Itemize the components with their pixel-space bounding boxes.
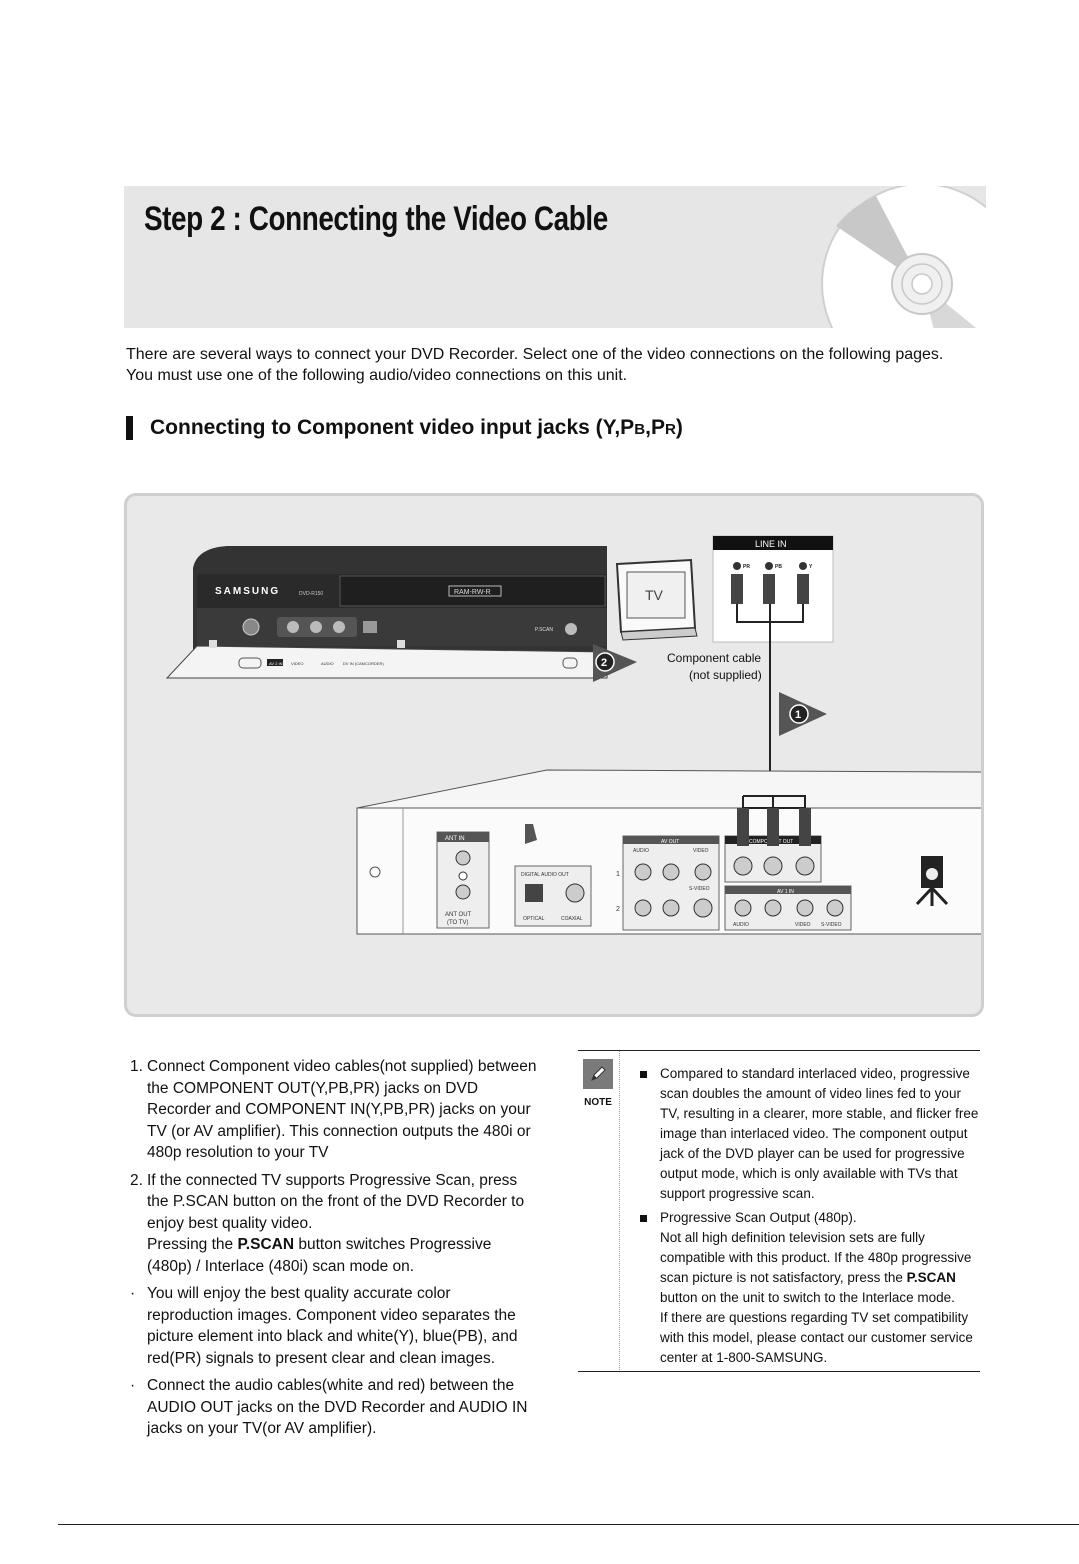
- step-2-text: If the connected TV supports Progressive…: [147, 1171, 525, 1232]
- step-2-extra-bold: P.SCAN: [237, 1236, 295, 1253]
- bullet-1-text: You will enjoy the best quality accurate…: [147, 1285, 518, 1367]
- front-av-label: AV 2 IN: [269, 661, 283, 666]
- bullet-1-marker: ·: [130, 1285, 136, 1302]
- callout-2-number: 2: [601, 657, 607, 669]
- callout-2: 2: [593, 644, 637, 682]
- disc-graphic: [821, 186, 986, 328]
- front-video-label: VIDEO: [291, 661, 303, 666]
- section-title-sub-r: R: [664, 421, 676, 438]
- note-label: NOTE: [584, 1097, 612, 1108]
- bullet-2-text: Connect the audio cables(white and red) …: [147, 1377, 528, 1437]
- page-title: Step 2 : Connecting the Video Cable: [144, 200, 608, 238]
- section-title-mid: ,P: [645, 416, 665, 439]
- av-out-label: AV OUT: [661, 839, 679, 845]
- cable-label-2: (not supplied): [689, 668, 762, 682]
- jack-pr-label: PR: [743, 564, 750, 570]
- front-audio-label: AUDIO: [321, 661, 334, 666]
- bullet-2-marker: ·: [130, 1377, 136, 1394]
- callout-1-number: 1: [795, 709, 801, 721]
- av1-in-label: AV 1 IN: [777, 889, 794, 895]
- av1-in-audio-label: AUDIO: [733, 922, 749, 928]
- intro-line-1: There are several ways to connect your D…: [126, 346, 944, 363]
- dvd-recorder-rear: ANT IN ANT OUT (TO TV) DIGITAL AUDIO OUT…: [356, 769, 981, 935]
- ant-out-label-2: (TO TV): [447, 920, 468, 926]
- jack-y-label: Y: [809, 564, 813, 570]
- step-2: 2. If the connected TV supports Progress…: [130, 1170, 540, 1278]
- row-1-label: 1: [616, 871, 620, 878]
- front-dv-label: DV IN (CAMCORDER): [343, 661, 384, 666]
- note-item-2: Progressive Scan Output (480p). Not all …: [640, 1208, 980, 1368]
- note-item-1: Compared to standard interlaced video, p…: [640, 1064, 980, 1204]
- tv-illustration: TV: [615, 558, 698, 641]
- cable-label-1: Component cable: [667, 651, 761, 665]
- heading-bar: [126, 416, 133, 440]
- digital-audio-out-label: DIGITAL AUDIO OUT: [521, 872, 569, 878]
- section-heading: Connecting to Component video input jack…: [126, 416, 683, 440]
- section-title-sub-b: B: [634, 421, 646, 438]
- av1-in-video-label: VIDEO: [795, 922, 811, 928]
- intro-line-2: You must use one of the following audio/…: [126, 367, 628, 384]
- step-2-extra-pre: Pressing the: [147, 1236, 238, 1253]
- pscan-label: P.SCAN: [535, 627, 553, 633]
- step-2-extra: Pressing the P.SCAN button switches Prog…: [147, 1234, 540, 1277]
- row-2-label: 2: [616, 906, 620, 913]
- pscan-button: [565, 623, 577, 635]
- tv-label: TV: [645, 587, 664, 603]
- line-in-label: LINE IN: [755, 539, 787, 549]
- brand-label: SAMSUNG: [215, 586, 280, 597]
- section-title: Connecting to Component video input jack…: [150, 416, 683, 440]
- coaxial-label: COAXIAL: [561, 916, 583, 922]
- step-2-number: 2.: [130, 1171, 143, 1189]
- footer-rule: [58, 1524, 1079, 1525]
- note-item-2-p2: Not all high definition television sets …: [660, 1228, 980, 1308]
- section-title-part: Connecting to Component video input jack…: [150, 416, 635, 439]
- bullet-2: · Connect the audio cables(white and red…: [130, 1375, 540, 1440]
- instruction-steps: 1. Connect Component video cables(not su…: [130, 1056, 540, 1446]
- jack-pb-label: PB: [775, 564, 782, 570]
- optical-label: OPTICAL: [523, 916, 545, 922]
- model-label: DVD-R150: [299, 591, 323, 597]
- ant-in-label: ANT IN: [445, 836, 465, 842]
- disc-logo: RAM-RW-R: [454, 589, 491, 596]
- bullet-square-icon: [640, 1215, 647, 1222]
- callout-1: 1: [779, 692, 827, 736]
- title-banner: Step 2 : Connecting the Video Cable: [124, 186, 986, 328]
- note-item-2-p2-bold: P.SCAN: [906, 1270, 956, 1285]
- note-item-2-p2-pre: Not all high definition television sets …: [660, 1230, 972, 1285]
- step-1-number: 1.: [130, 1058, 143, 1075]
- note-box: NOTE Compared to standard interlaced vid…: [578, 1050, 980, 1372]
- av-out-svideo-label: S-VIDEO: [689, 886, 710, 892]
- ant-out-label-1: ANT OUT: [445, 912, 472, 918]
- step-1-text: Connect Component video cables(not suppl…: [147, 1058, 537, 1161]
- av-out-video-label: VIDEO: [693, 848, 709, 854]
- note-separator: [619, 1051, 620, 1370]
- connection-diagram: SAMSUNG DVD-R150 RAM-RW-R P.SCAN AV 2 IN…: [124, 493, 984, 1017]
- av-out-audio-label: AUDIO: [633, 848, 649, 854]
- step-1: 1. Connect Component video cables(not su…: [130, 1056, 540, 1164]
- bullet-square-icon: [640, 1071, 647, 1078]
- note-list: Compared to standard interlaced video, p…: [640, 1064, 980, 1372]
- av1-in-svideo-label: S-VIDEO: [821, 922, 842, 928]
- note-item-2-p3: If there are questions regarding TV set …: [660, 1310, 973, 1365]
- note-icon-block: NOTE: [580, 1059, 616, 1108]
- note-item-2-p2-post: button on the unit to switch to the Inte…: [660, 1290, 955, 1305]
- step-2-extra-post: button switches Progressive (480p) / Int…: [147, 1236, 492, 1275]
- note-item-1-text: Compared to standard interlaced video, p…: [660, 1066, 979, 1201]
- bullet-1: · You will enjoy the best quality accura…: [130, 1283, 540, 1369]
- intro-text: There are several ways to connect your D…: [126, 344, 943, 386]
- section-title-suffix: ): [675, 416, 683, 439]
- pencil-icon: [583, 1059, 613, 1089]
- dvd-recorder-front: SAMSUNG DVD-R150 RAM-RW-R P.SCAN AV 2 IN…: [165, 546, 608, 679]
- tv-line-in-panel: LINE IN PR PB Y: [712, 535, 834, 796]
- note-item-2-text: Progressive Scan Output (480p).: [660, 1210, 857, 1225]
